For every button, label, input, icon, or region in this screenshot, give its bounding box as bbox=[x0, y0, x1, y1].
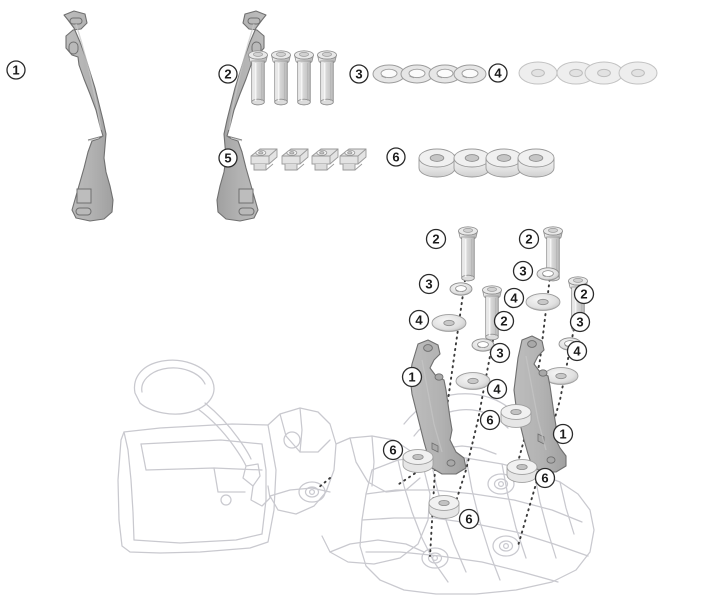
spacer-icon bbox=[402, 449, 434, 473]
callout-label: 4 bbox=[510, 291, 518, 306]
flat-washer-icon bbox=[455, 372, 491, 390]
callout-label: 5 bbox=[224, 151, 231, 166]
bolt-icon bbox=[316, 49, 338, 106]
lock-washer-icon bbox=[449, 282, 473, 296]
bolt-icon bbox=[247, 49, 269, 106]
callout-badge-2: 2 bbox=[425, 228, 447, 250]
callout-label: 2 bbox=[224, 67, 231, 82]
mounting-hole bbox=[487, 473, 515, 495]
callout-badge-3: 3 bbox=[569, 311, 591, 333]
callout-badge-3: 3 bbox=[489, 342, 511, 364]
callout-badge-4: 4 bbox=[566, 340, 588, 362]
callout-badge-4: 4 bbox=[486, 378, 508, 400]
bracket-plate-icon bbox=[63, 10, 114, 222]
callout-label: 4 bbox=[415, 313, 423, 328]
mounting-hole bbox=[421, 547, 449, 569]
legend-item-3-lock-washers: 3 bbox=[349, 64, 487, 84]
bolt-icon bbox=[270, 49, 292, 106]
callout-label: 3 bbox=[576, 315, 583, 330]
callout-badge-6: 6 bbox=[534, 467, 556, 489]
callout-label: 4 bbox=[493, 382, 501, 397]
callout-badge-6: 6 bbox=[386, 147, 406, 167]
legend-item-4-flat-washers: 4 bbox=[488, 61, 658, 85]
callout-label: 2 bbox=[500, 314, 507, 329]
legend-item-5-cage-nuts: 5 bbox=[218, 148, 367, 171]
callout-badge-3: 3 bbox=[349, 64, 369, 84]
bolt-icon bbox=[457, 226, 479, 282]
callout-label: 6 bbox=[465, 512, 472, 527]
callout-label: 3 bbox=[496, 346, 503, 361]
legend-item-2-bolts: 2 bbox=[218, 49, 338, 106]
callout-label: 2 bbox=[525, 232, 532, 247]
spacer-icon bbox=[428, 495, 460, 519]
callout-label: 4 bbox=[573, 344, 581, 359]
spacer-icon bbox=[418, 148, 456, 178]
callout-label: 6 bbox=[541, 471, 548, 486]
flat-washer-icon bbox=[525, 293, 561, 311]
spacer-icon bbox=[485, 148, 523, 178]
bracket-plate-icon bbox=[216, 10, 267, 222]
spacer-icon bbox=[517, 148, 555, 178]
callout-badge-4: 4 bbox=[488, 63, 508, 83]
callout-badge-3: 3 bbox=[418, 273, 440, 295]
callout-label: 6 bbox=[389, 443, 396, 458]
callout-label: 1 bbox=[12, 63, 19, 78]
callout-badge-2: 2 bbox=[218, 64, 238, 84]
lock-washer-icon bbox=[453, 64, 487, 84]
lock-washer-icon bbox=[536, 267, 560, 281]
flat-washer-icon bbox=[518, 61, 558, 85]
legend-item-6-spacers: 6 bbox=[386, 147, 555, 178]
flat-washer-icon bbox=[431, 314, 467, 332]
callout-label: 6 bbox=[392, 150, 399, 165]
flat-washer-icon bbox=[618, 61, 658, 85]
spacer-icon bbox=[506, 459, 538, 483]
callout-badge-1: 1 bbox=[552, 423, 574, 445]
callout-label: 1 bbox=[559, 427, 566, 442]
callout-label: 3 bbox=[519, 264, 526, 279]
callout-badge-1: 1 bbox=[401, 366, 423, 388]
callout-label: 2 bbox=[580, 287, 587, 302]
spacer-icon bbox=[500, 404, 532, 428]
lock-washer-icon bbox=[400, 64, 434, 84]
callout-badge-6: 6 bbox=[382, 439, 404, 461]
callout-badge-2: 2 bbox=[493, 310, 515, 332]
callout-badge-3: 3 bbox=[512, 260, 534, 282]
callout-badge-2: 2 bbox=[518, 228, 540, 250]
mounting-hole bbox=[492, 535, 520, 557]
callout-label: 3 bbox=[355, 67, 362, 82]
callout-badge-6: 6 bbox=[458, 508, 480, 530]
bolt-icon bbox=[293, 49, 315, 106]
exploded-assembly-view: 2 2 3 3 4 4 2 bbox=[117, 226, 595, 595]
callout-badge-6: 6 bbox=[479, 409, 501, 431]
callout-badge-4: 4 bbox=[503, 287, 525, 309]
spacer-icon bbox=[453, 148, 491, 178]
lock-washer-icon bbox=[372, 64, 406, 84]
callout-label: 2 bbox=[432, 232, 439, 247]
callout-badge-2: 2 bbox=[573, 283, 595, 305]
assembly-callouts: 2 2 3 3 4 4 2 bbox=[382, 228, 595, 530]
callout-label: 1 bbox=[408, 370, 415, 385]
bracket-plate-installed-left bbox=[409, 339, 467, 475]
callout-badge-4: 4 bbox=[408, 309, 430, 331]
callout-badge-1: 1 bbox=[6, 60, 26, 80]
flat-washer-icon bbox=[584, 61, 624, 85]
callout-label: 4 bbox=[494, 66, 502, 81]
callout-label: 3 bbox=[425, 277, 432, 292]
callout-badge-5: 5 bbox=[218, 148, 238, 168]
callout-label: 6 bbox=[486, 413, 493, 428]
mounting-hole bbox=[298, 481, 326, 503]
legend-item-1-bracket-pair: 1 bbox=[6, 10, 267, 222]
